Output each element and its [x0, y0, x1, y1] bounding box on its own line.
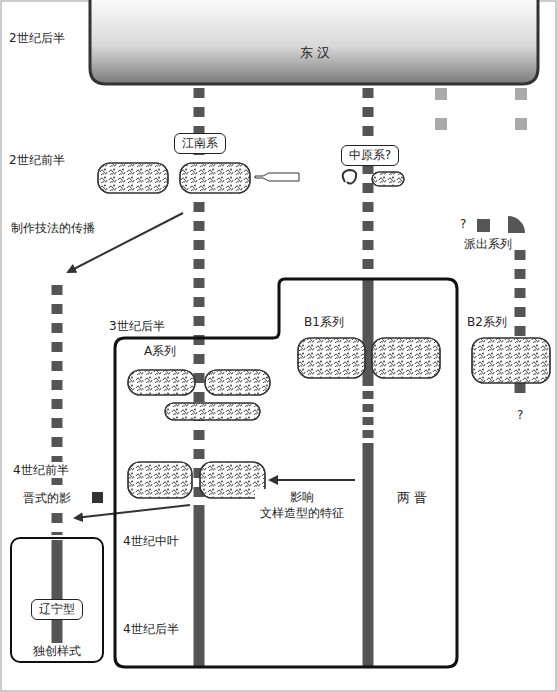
annotation: ?	[459, 216, 467, 232]
arrow	[270, 479, 355, 481]
symbol	[477, 219, 490, 232]
box-label: 江南系	[182, 136, 218, 150]
annotation: 晋式的影	[22, 490, 72, 506]
box-title: 独创样式	[33, 643, 81, 660]
symbol	[508, 216, 525, 233]
annotation: B1系列	[303, 314, 345, 330]
period-region: 两 晋	[113, 277, 459, 669]
box-label: 中原系?	[349, 148, 391, 162]
annotation: 派出系列	[463, 236, 513, 252]
annotation: ?	[516, 407, 524, 423]
symbol	[92, 492, 103, 503]
annotation: A系列	[143, 343, 177, 359]
annotation: 2世纪后半	[8, 30, 66, 46]
period-name: 两 晋	[397, 489, 427, 507]
arrow	[75, 505, 190, 518]
period-band: 东 汉	[88, 0, 540, 86]
annotation: 4世纪后半	[122, 621, 180, 637]
annotation: 影响 文样造型的特征	[255, 489, 349, 521]
period-name: 东 汉	[300, 44, 330, 62]
ornament-drawings	[98, 163, 550, 498]
group-box: 辽宁型	[31, 599, 83, 620]
group-box: 中原系?	[341, 145, 399, 166]
annotation: 4世纪前半	[12, 462, 70, 478]
annotation: 4世纪中叶	[122, 533, 180, 549]
annotation: 2世纪前半	[8, 152, 66, 168]
lineage-columns	[57, 88, 520, 668]
annotation: 制作技法的传播	[10, 220, 96, 236]
style-box: 独创样式辽宁型	[10, 537, 104, 663]
group-box: 江南系	[174, 133, 226, 154]
annotation: 3世纪后半	[108, 318, 166, 334]
box-label: 辽宁型	[39, 602, 75, 616]
annotation: B2系列	[466, 314, 508, 330]
